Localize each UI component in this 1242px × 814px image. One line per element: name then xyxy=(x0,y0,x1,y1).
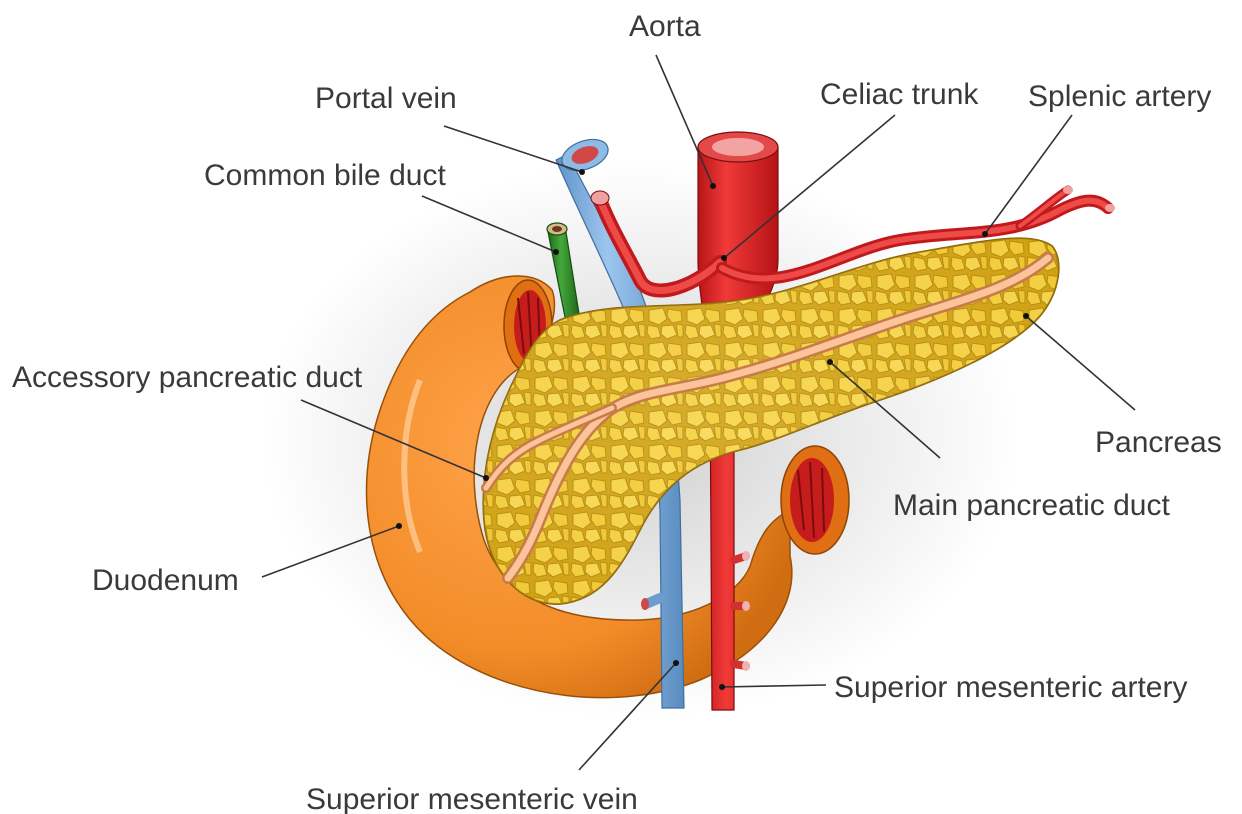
label-common-bile-duct: Common bile duct xyxy=(204,159,446,192)
label-accessory-pancreatic-duct: Accessory pancreatic duct xyxy=(12,361,363,394)
duodenum-right-opening xyxy=(781,446,849,554)
label-duodenum: Duodenum xyxy=(92,564,239,597)
label-pancreas: Pancreas xyxy=(1095,426,1222,459)
label-aorta: Aorta xyxy=(629,10,701,43)
label-superior-mesenteric-vein: Superior mesenteric vein xyxy=(306,783,638,814)
label-celiac-trunk: Celiac trunk xyxy=(820,78,979,111)
label-main-pancreatic-duct: Main pancreatic duct xyxy=(893,489,1170,522)
label-superior-mesenteric-artery: Superior mesenteric artery xyxy=(834,671,1187,704)
label-splenic-artery: Splenic artery xyxy=(1028,80,1211,113)
label-portal-vein: Portal vein xyxy=(315,82,457,115)
